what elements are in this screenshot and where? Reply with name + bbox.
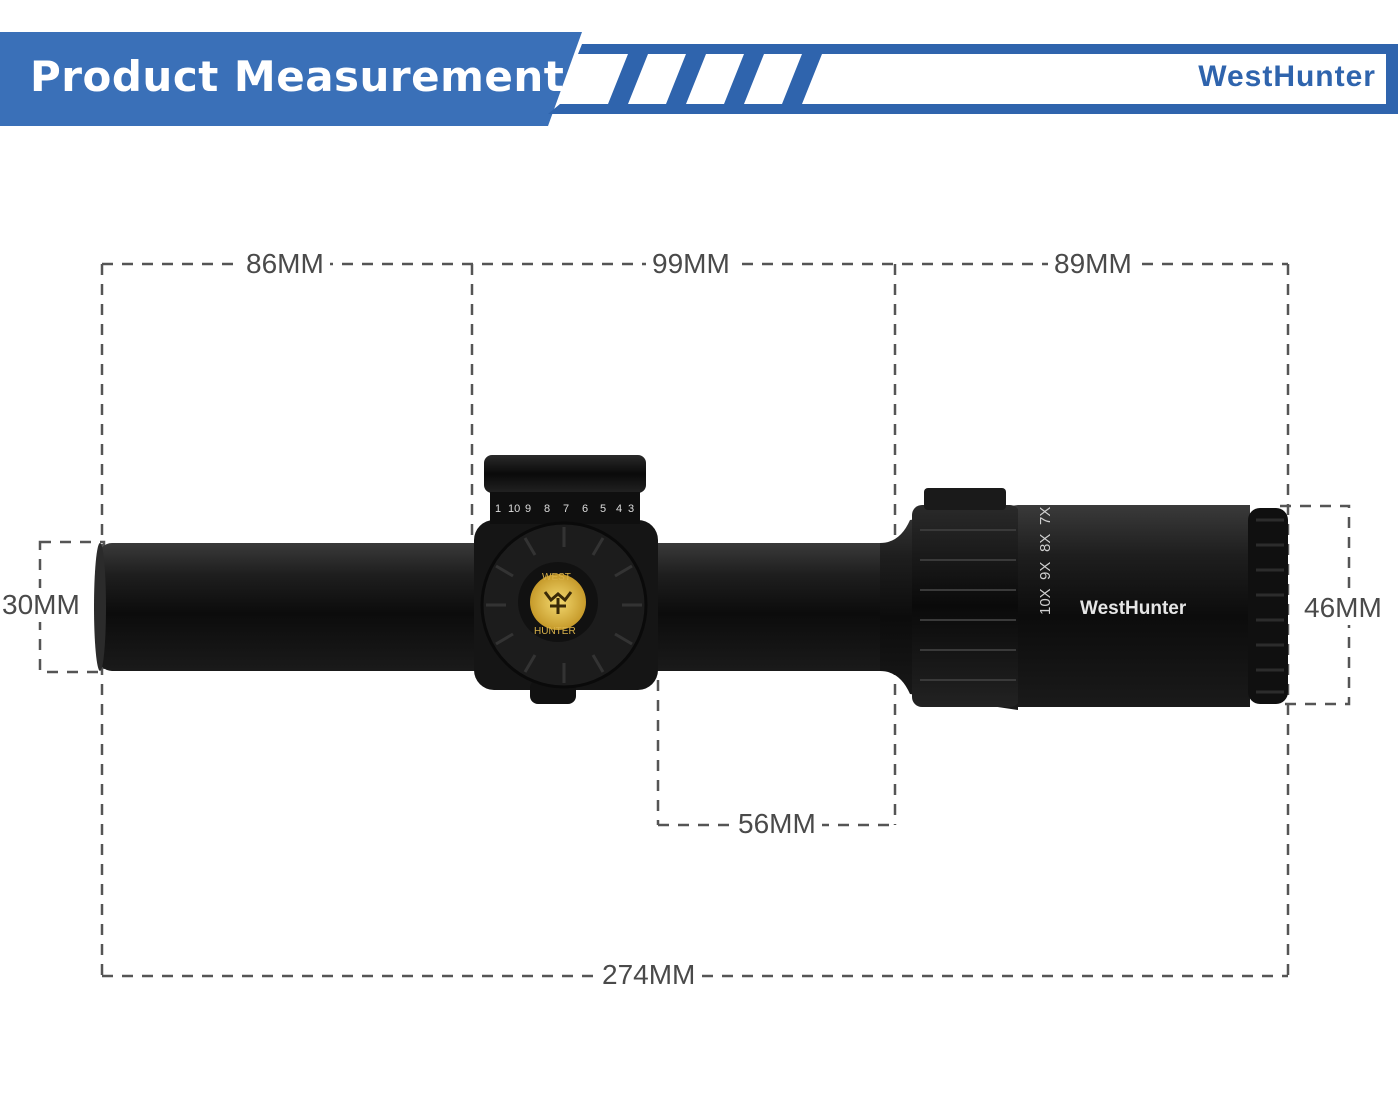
banner-outline	[548, 44, 1398, 114]
objective-housing	[1018, 505, 1250, 707]
dimension-label-tube: 30MM	[0, 588, 82, 622]
side-turret-ridges	[486, 527, 642, 683]
eyepiece-end	[94, 543, 106, 671]
banner-stripe	[724, 54, 764, 104]
banner-stripe	[608, 54, 648, 104]
elevation-scale	[490, 492, 640, 524]
dimension-label-objective: 89MM	[1048, 247, 1138, 281]
banner-stripe	[666, 54, 706, 104]
deer-antler-icon	[543, 591, 573, 614]
brand-logo: WestHunter	[1198, 60, 1376, 93]
svg-text:4: 4	[616, 503, 622, 515]
svg-text:6: 6	[582, 503, 588, 515]
title-banner-shape	[0, 32, 582, 126]
svg-text:3: 3	[628, 503, 634, 515]
svg-text:9X: 9X	[1037, 562, 1054, 580]
dimension-label-middle: 99MM	[646, 247, 736, 281]
mag-ring-grip	[920, 529, 1016, 681]
magnification-marks: 7X 8X 9X 10X	[1037, 507, 1054, 615]
turret-scale-numbers: 1 10 9 8 7 6 5 4 3	[495, 503, 634, 515]
scope-brand-label: WestHunter	[1080, 598, 1187, 619]
svg-text:7: 7	[563, 503, 569, 515]
svg-text:1: 1	[495, 503, 501, 515]
throw-lever	[924, 488, 1006, 510]
page-title: Product Measurement	[30, 52, 565, 101]
dimension-label-objective-diameter: 46MM	[1300, 591, 1386, 625]
svg-text:8X: 8X	[1037, 534, 1054, 552]
banner-graphic	[0, 32, 1398, 126]
svg-text:10X: 10X	[1037, 588, 1054, 615]
turret-logo-top: WEST	[542, 572, 571, 583]
svg-text:5: 5	[600, 503, 606, 515]
svg-text:10: 10	[508, 503, 520, 515]
objective-cap	[1248, 508, 1288, 704]
elevation-turret	[484, 455, 646, 493]
svg-text:9: 9	[525, 503, 531, 515]
svg-text:7X: 7X	[1037, 507, 1054, 525]
magnification-ring	[912, 505, 1020, 707]
turret-logo-bottom: HUNTER	[534, 626, 576, 637]
dimension-label-mount: 56MM	[732, 807, 822, 841]
svg-text:8: 8	[544, 503, 550, 515]
banner-stripe	[782, 54, 822, 104]
header-banner: Product Measurement WestHunter	[0, 0, 1400, 140]
dimension-label-eyepiece: 86MM	[240, 247, 330, 281]
objective-cap-ridges	[1256, 518, 1284, 694]
dimension-label-total: 274MM	[596, 958, 702, 992]
